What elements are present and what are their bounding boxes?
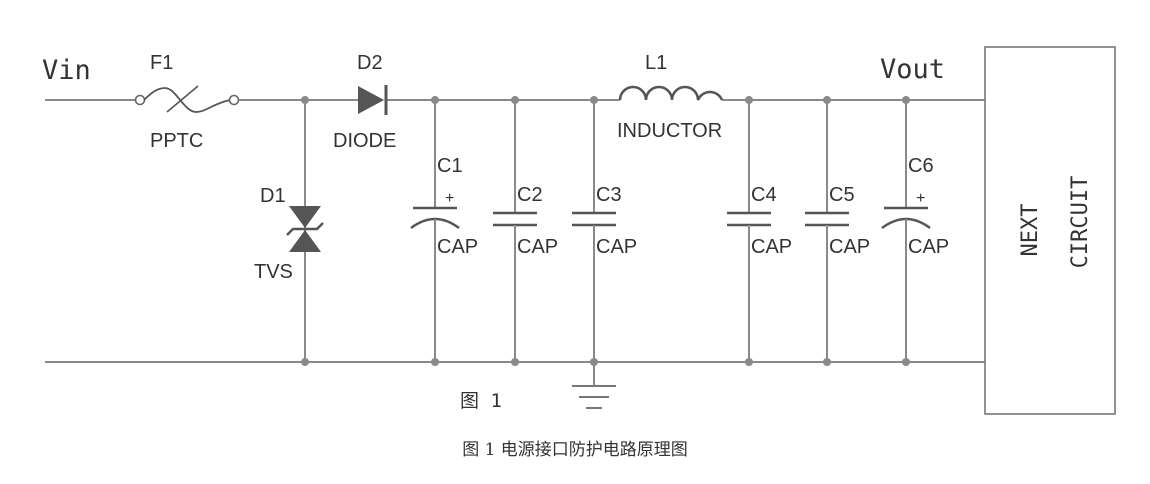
- l1-type-label: INDUCTOR: [617, 120, 722, 142]
- fuse-f1: [134, 85, 240, 113]
- junction-dot: [590, 358, 598, 366]
- cap-type-label: CAP: [829, 236, 870, 258]
- cap-plus-sign: +: [445, 190, 454, 207]
- cap-type-label: CAP: [517, 236, 558, 258]
- cap-ref-label: C2: [517, 184, 543, 206]
- f1-type-label: PPTC: [150, 130, 203, 152]
- cap-type-label: CAP: [437, 236, 478, 258]
- d1-type-label: TVS: [254, 261, 293, 283]
- vin-label: Vin: [42, 55, 91, 86]
- cap-ref-label: C6: [908, 155, 934, 177]
- junction-dots: [301, 96, 910, 366]
- junction-dot: [823, 358, 831, 366]
- junction-dot: [902, 358, 910, 366]
- junction-dot: [745, 358, 753, 366]
- junction-dot: [902, 96, 910, 104]
- cap-ref-label: C3: [596, 184, 622, 206]
- cap-type-label: CAP: [908, 236, 949, 258]
- cap-ref-label: C4: [751, 184, 777, 206]
- next-circuit-line2: CIRCUIT: [1068, 176, 1093, 269]
- cap-type-label: CAP: [596, 236, 637, 258]
- figure-caption: 图 1 电源接口防护电路原理图: [462, 440, 688, 460]
- next-circuit-line1: NEXT: [1018, 204, 1043, 257]
- ground-symbol: [572, 362, 616, 409]
- d2-type-label: DIODE: [333, 130, 396, 152]
- cap-ref-label: C1: [437, 155, 463, 177]
- junction-dot: [511, 358, 519, 366]
- inductor-l1: [618, 85, 724, 101]
- l1-ref-label: L1: [645, 52, 667, 74]
- diode-d2: [358, 85, 388, 115]
- cap-ref-label: C5: [829, 184, 855, 206]
- junction-dot: [511, 96, 519, 104]
- junction-dot: [431, 96, 439, 104]
- figure-label: 图 1: [460, 390, 502, 412]
- cap-plus-sign: +: [916, 190, 925, 207]
- junction-dot: [823, 96, 831, 104]
- junction-dot: [301, 358, 309, 366]
- d2-ref-label: D2: [357, 52, 383, 74]
- next-circuit-box: [984, 46, 1116, 415]
- junction-dot: [431, 358, 439, 366]
- cap-type-label: CAP: [751, 236, 792, 258]
- junction-dot: [590, 96, 598, 104]
- junction-dot: [301, 96, 309, 104]
- d1-ref-label: D1: [260, 185, 286, 207]
- tvs-diode-d1: [286, 206, 324, 252]
- f1-ref-label: F1: [150, 52, 173, 74]
- vout-label: Vout: [880, 54, 945, 85]
- junction-dot: [745, 96, 753, 104]
